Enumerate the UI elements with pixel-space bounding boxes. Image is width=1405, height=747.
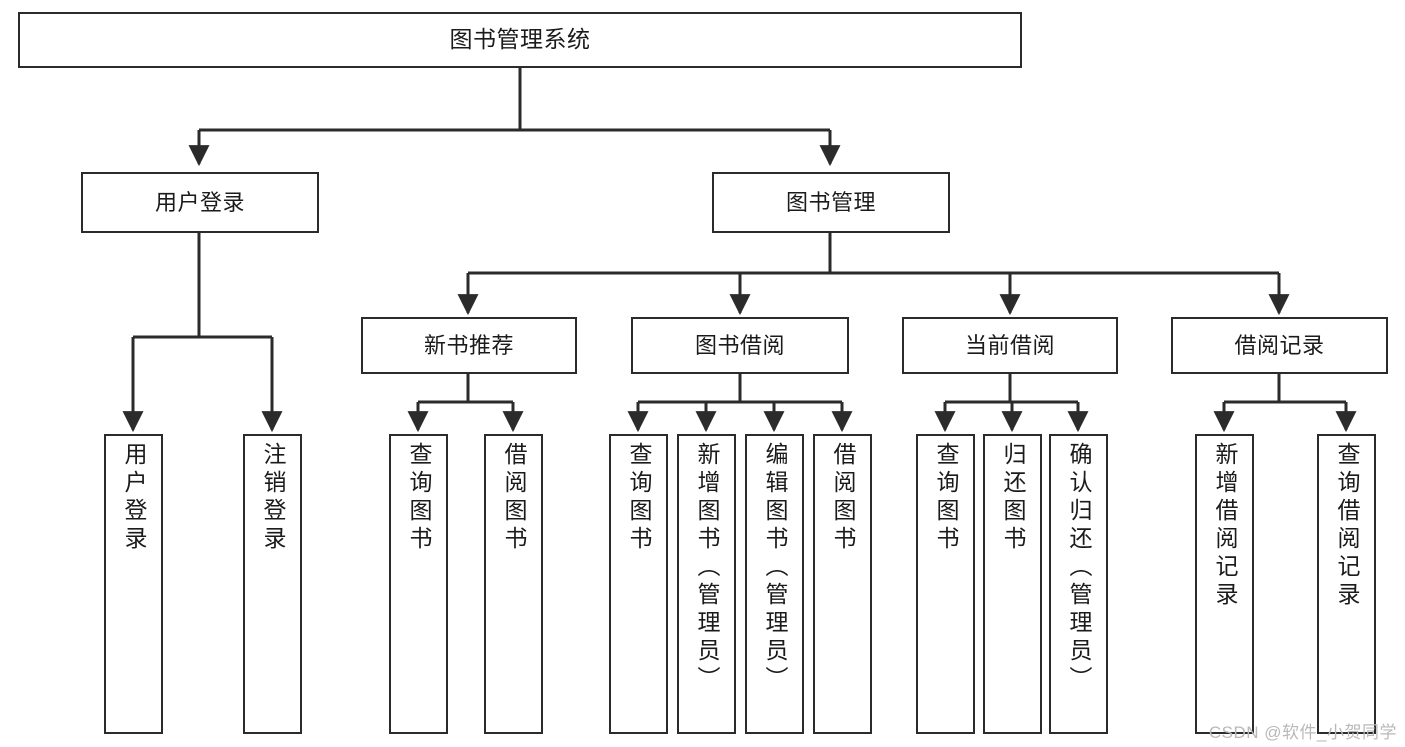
watermark: CSDN @软件_小贺同学 (1208, 723, 1397, 742)
node-label: 新书推荐 (423, 332, 514, 358)
node-borrow-record[interactable]: 借阅记录 (1171, 317, 1388, 374)
leaf-query-book-recommend[interactable]: 查询图书 (389, 434, 448, 734)
leaf-return-book[interactable]: 归还图书 (983, 434, 1042, 734)
node-label: 查询图书 (406, 442, 432, 554)
node-label: 借阅记录 (1234, 332, 1325, 358)
leaf-borrow-book-recommend[interactable]: 借阅图书 (484, 434, 543, 734)
leaf-add-borrow-record[interactable]: 新增借阅记录 (1195, 434, 1254, 734)
node-label: 注销登录 (260, 442, 286, 554)
node-book-management[interactable]: 图书管理 (712, 172, 950, 233)
leaf-edit-book-admin[interactable]: 编辑图书（管理员） (745, 434, 804, 734)
node-label: 图书借阅 (694, 332, 785, 358)
node-user-login[interactable]: 用户登录 (81, 172, 319, 233)
node-label: 新增图书（管理员） (694, 442, 720, 694)
node-label: 编辑图书（管理员） (762, 442, 788, 694)
leaf-logout[interactable]: 注销登录 (243, 434, 302, 734)
node-label: 新增借阅记录 (1212, 442, 1238, 610)
node-label: 归还图书 (1000, 442, 1026, 554)
node-label: 当前借阅 (964, 332, 1055, 358)
leaf-query-borrow-record[interactable]: 查询借阅记录 (1317, 434, 1376, 734)
node-new-book-recommend[interactable]: 新书推荐 (361, 317, 577, 374)
leaf-query-book-current[interactable]: 查询图书 (916, 434, 975, 734)
node-book-management-system[interactable]: 图书管理系统 (18, 12, 1022, 68)
node-label: 用户登录 (154, 189, 245, 215)
node-label: 确认归还（管理员） (1066, 442, 1092, 694)
node-label: 借阅图书 (830, 442, 856, 554)
node-label: 借阅图书 (501, 442, 527, 554)
node-label: 图书管理 (785, 189, 876, 215)
node-label: 查询借阅记录 (1334, 442, 1360, 610)
leaf-add-book-admin[interactable]: 新增图书（管理员） (677, 434, 736, 734)
node-label: 用户登录 (121, 442, 147, 554)
leaf-confirm-return-admin[interactable]: 确认归还（管理员） (1049, 434, 1108, 734)
node-book-borrow[interactable]: 图书借阅 (631, 317, 849, 374)
leaf-query-book-borrow[interactable]: 查询图书 (609, 434, 668, 734)
leaf-user-login[interactable]: 用户登录 (104, 434, 163, 734)
leaf-borrow-book[interactable]: 借阅图书 (813, 434, 872, 734)
node-label: 查询图书 (626, 442, 652, 554)
node-label: 图书管理系统 (449, 26, 591, 53)
node-current-borrow[interactable]: 当前借阅 (902, 317, 1118, 374)
node-label: 查询图书 (933, 442, 959, 554)
